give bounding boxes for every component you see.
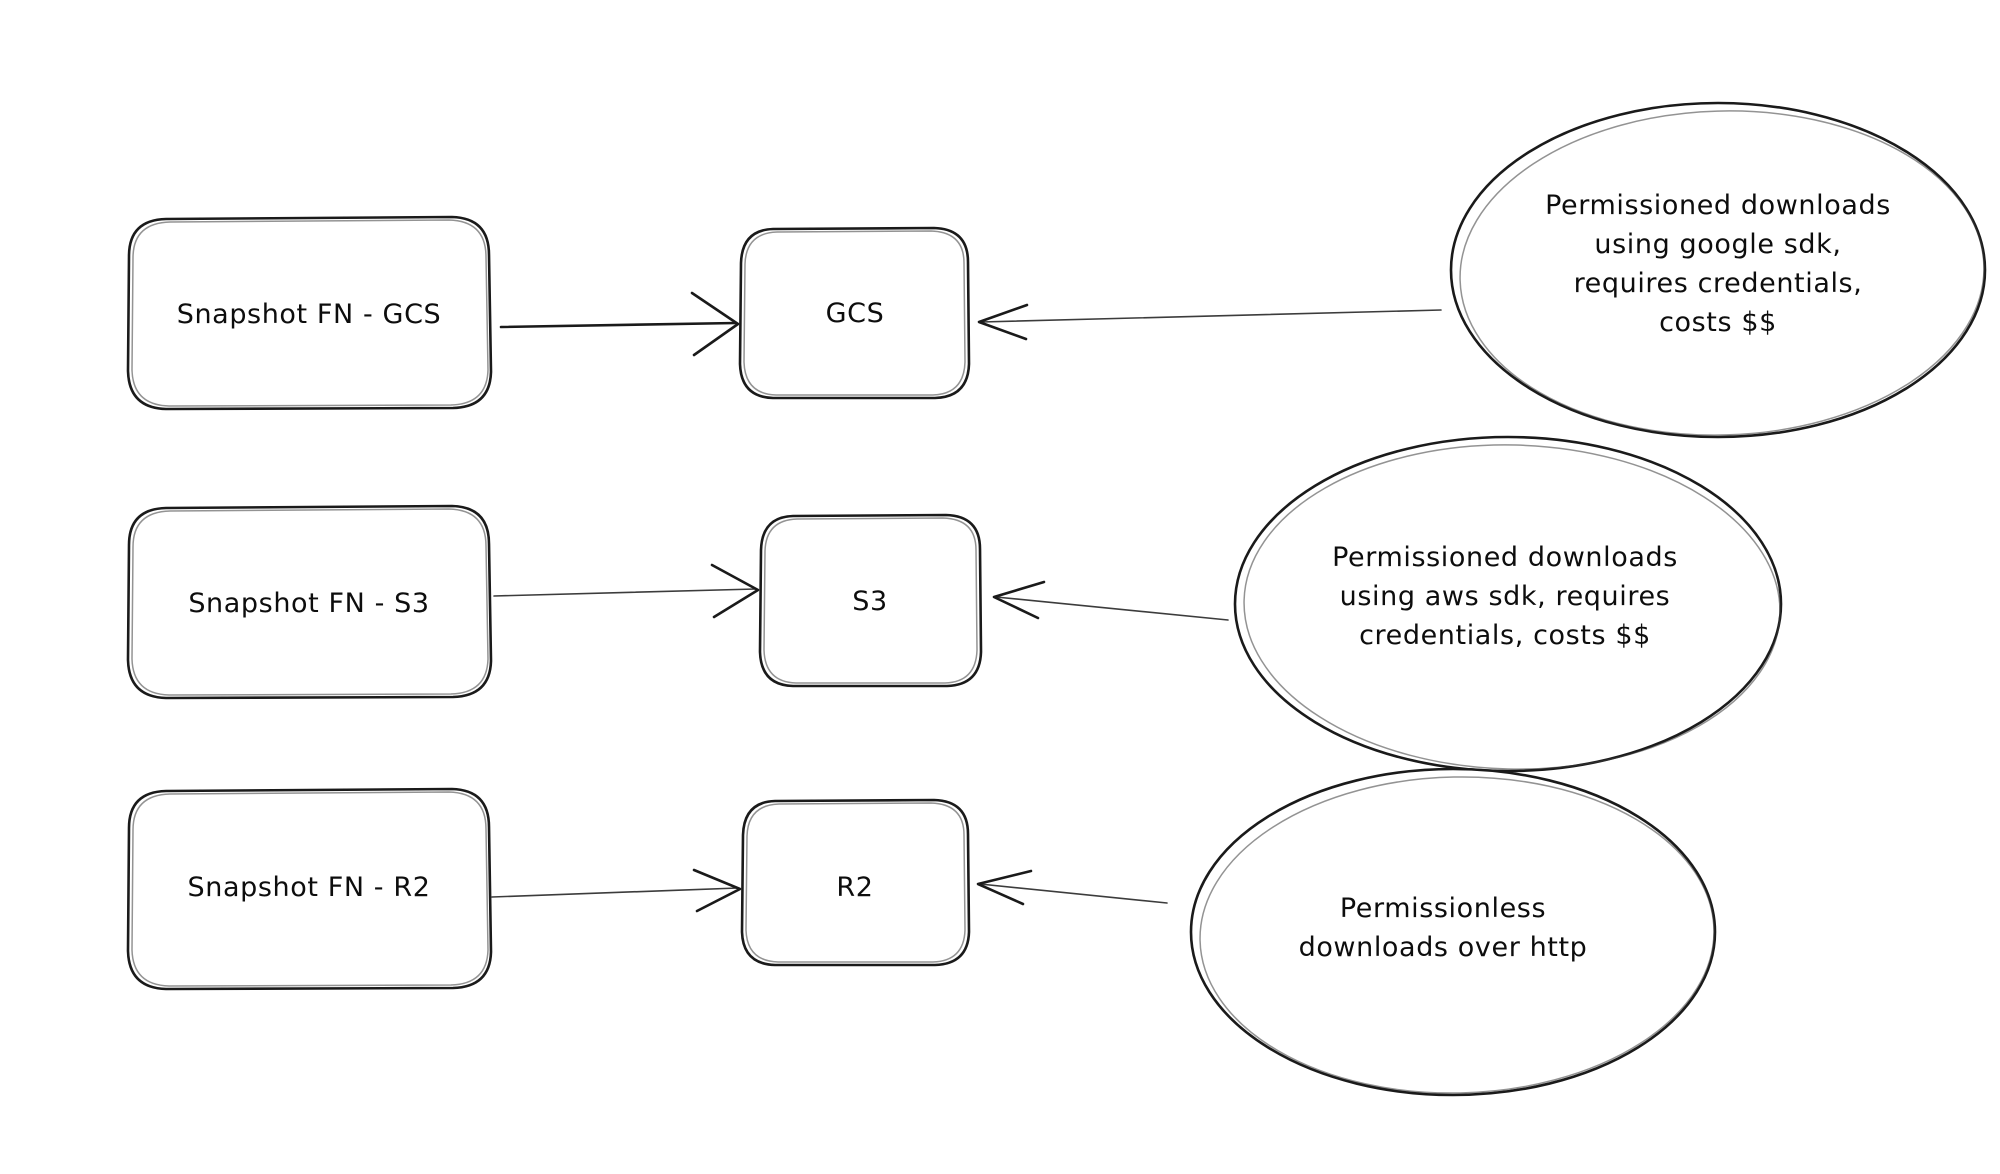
rounded-rect-shape xyxy=(740,798,971,967)
edge-gcs-write xyxy=(499,291,740,357)
node-label-store-gcs: GCS xyxy=(826,298,885,329)
rounded-rect-sketch-overlay xyxy=(745,802,966,963)
edge-r2-read-arrowhead xyxy=(976,869,1033,906)
rounded-rect-sketch-overlay xyxy=(131,219,489,407)
rounded-rect-shape xyxy=(126,504,493,700)
rounded-rect-shape xyxy=(758,513,983,688)
edge-r2-read xyxy=(976,869,1168,906)
annotation-r2-note[interactable]: Permissionless downloads over http xyxy=(1189,767,1717,1098)
node-snapshot-fn-r2[interactable]: Snapshot FN - R2 xyxy=(126,787,493,991)
annotation-line: Permissionless xyxy=(1340,893,1546,924)
annotation-s3-note[interactable]: Permissioned downloads using aws sdk, re… xyxy=(1233,435,1784,775)
edge-s3-write-line xyxy=(493,588,757,597)
edge-s3-read-line xyxy=(995,596,1229,621)
rounded-rect-shape xyxy=(126,787,493,991)
edge-gcs-read xyxy=(977,303,1442,341)
annotation-line: Permissioned downloads xyxy=(1332,542,1678,573)
node-label-store-r2: R2 xyxy=(836,872,873,903)
annotation-line: credentials, costs $$ xyxy=(1359,620,1651,651)
edge-s3-read xyxy=(992,580,1229,621)
node-snapshot-fn-gcs[interactable]: Snapshot FN - GCS xyxy=(126,215,493,411)
rounded-rect-shape xyxy=(126,215,493,411)
annotation-line: using aws sdk, requires xyxy=(1340,581,1671,612)
edge-r2-write xyxy=(491,868,742,913)
annotation-line: using google sdk, xyxy=(1594,229,1841,260)
annotation-line: downloads over http xyxy=(1299,932,1588,963)
node-store-r2[interactable]: R2 xyxy=(740,798,971,967)
ellipse-shape xyxy=(1189,767,1717,1097)
node-label-snapshot-fn-gcs: Snapshot FN - GCS xyxy=(177,299,442,330)
edge-r2-write-line xyxy=(491,887,739,898)
rounded-rect-sketch-overlay xyxy=(763,517,978,684)
ellipse-sketch-overlay xyxy=(1199,776,1715,1094)
edge-s3-read-arrowhead xyxy=(992,580,1046,620)
edge-gcs-write-arrowhead xyxy=(690,291,740,357)
ellipse-sketch-overlay xyxy=(1459,110,1985,436)
rounded-rect-shape xyxy=(738,226,971,400)
edge-s3-write xyxy=(493,563,760,619)
node-store-gcs[interactable]: GCS xyxy=(738,226,971,400)
annotation-line: costs $$ xyxy=(1659,307,1777,338)
rounded-rect-sketch-overlay xyxy=(131,508,489,696)
rounded-rect-sketch-overlay xyxy=(131,791,489,987)
rounded-rect-sketch-overlay xyxy=(743,230,966,396)
edge-gcs-read-arrowhead xyxy=(977,303,1029,341)
annotation-gcs-note[interactable]: Permissioned downloads using google sdk,… xyxy=(1449,101,1988,442)
ellipse-shape xyxy=(1449,101,1987,439)
annotation-line: requires credentials, xyxy=(1574,268,1863,299)
node-label-snapshot-fn-s3: Snapshot FN - S3 xyxy=(188,588,429,619)
edge-gcs-write-line xyxy=(499,321,738,329)
edge-s3-write-arrowhead xyxy=(710,563,760,619)
edge-gcs-read-line xyxy=(980,309,1442,323)
node-label-snapshot-fn-r2: Snapshot FN - R2 xyxy=(188,872,431,903)
edge-r2-write-arrowhead xyxy=(692,868,742,913)
ellipse-sketch-overlay xyxy=(1243,444,1781,770)
edge-r2-read-line xyxy=(979,883,1168,904)
node-label-store-s3: S3 xyxy=(852,586,888,617)
ellipse-shape xyxy=(1233,435,1783,773)
annotation-line: Permissioned downloads xyxy=(1545,190,1891,221)
node-snapshot-fn-s3[interactable]: Snapshot FN - S3 xyxy=(126,504,493,700)
node-store-s3[interactable]: S3 xyxy=(758,513,983,688)
